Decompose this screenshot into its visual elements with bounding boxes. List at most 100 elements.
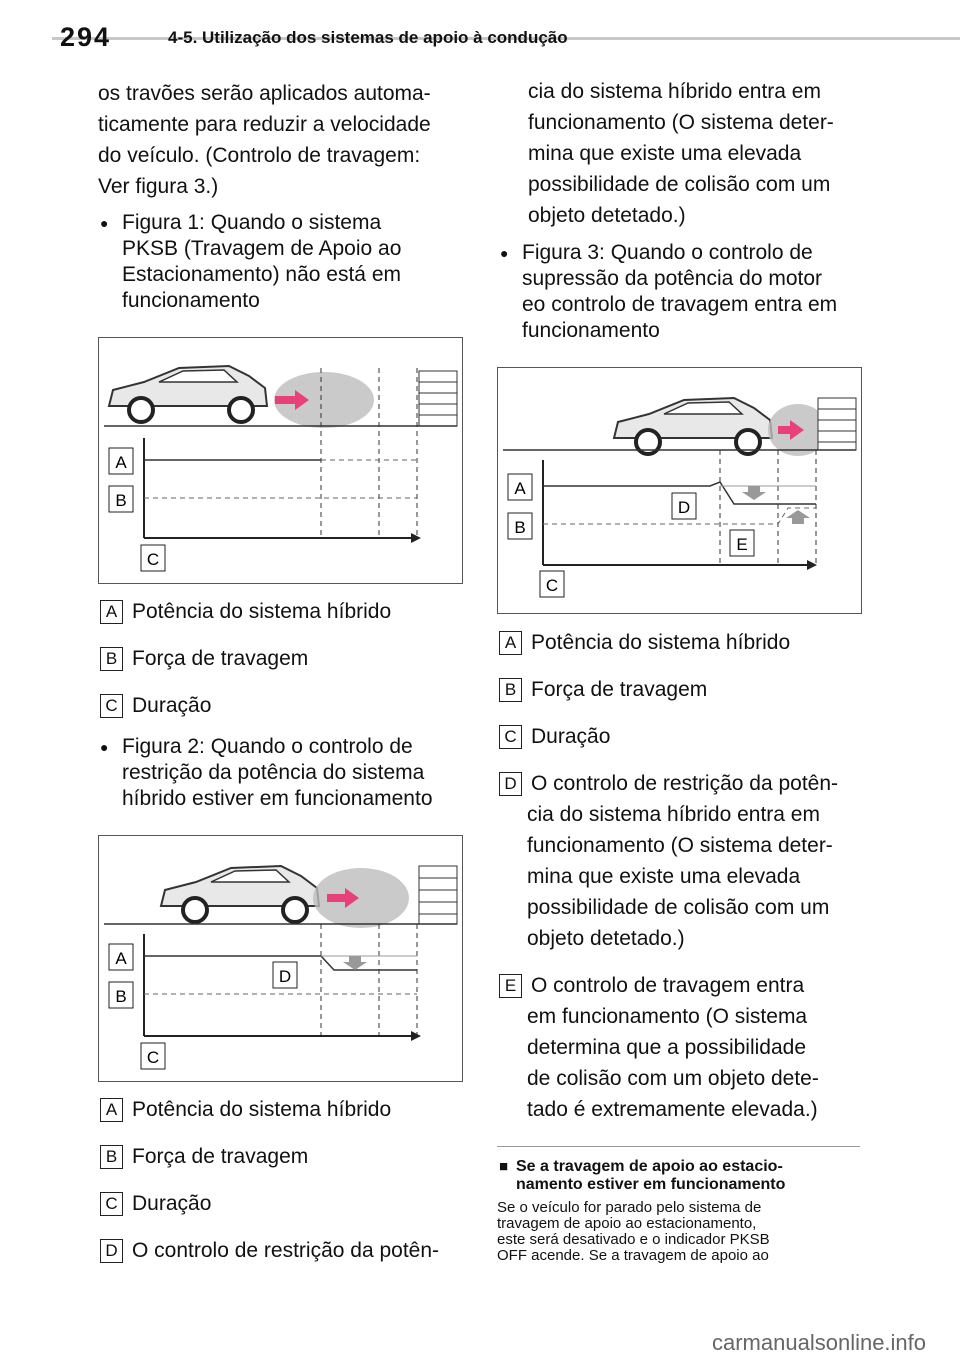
legend-key: E [499, 974, 522, 999]
legend-text: O controlo de restrição da potên- [531, 772, 839, 795]
legend-item-e: E O controlo de travagem entra em funcion… [499, 970, 838, 1125]
car-icon [612, 396, 774, 456]
figure-label-d: D [279, 967, 291, 986]
legend-key: A [100, 1098, 123, 1123]
bullet-figure-1: ● Figura 1: Quando o sistema PKSB (Trava… [100, 210, 472, 314]
text-line: híbrido estiver em funcionamento [122, 787, 433, 810]
text-line: eo controlo de travagem entra em [522, 293, 838, 316]
text-line: tado é extremamente elevada.) [527, 1098, 818, 1121]
figure-1: A B C [98, 337, 463, 584]
intro-paragraph: os travões serão aplicados automa- ticam… [98, 78, 478, 202]
legend-text: Força de travagem [132, 647, 309, 670]
text-line: mina que existe uma elevada [527, 865, 801, 888]
text-line: objeto detetado.) [527, 927, 685, 950]
legend-key: C [100, 694, 123, 719]
figure-label-a: A [115, 949, 127, 968]
arrow-icon [327, 888, 359, 908]
car-icon [159, 864, 321, 924]
figure-label-b: B [115, 491, 126, 510]
legend-text: Duração [531, 725, 611, 748]
legend-text: O controlo de restrição da potên- [132, 1239, 440, 1262]
text-line: Se a travagem de apoio ao estacio- [516, 1158, 783, 1175]
page-title: 4-5. Utilização dos sistemas de apoio à … [168, 28, 568, 47]
figure-1-diagram: A B C [104, 364, 458, 572]
figure-label-a: A [514, 479, 526, 498]
square-bullet-icon: ■ [499, 1158, 509, 1175]
text-line: Se o veículo for parado pelo sistema de [497, 1199, 762, 1216]
text-line: determina que a possibilidade [527, 1036, 807, 1059]
legend-key: B [100, 647, 123, 672]
text-line: este será desativado e o indicador PKSB [497, 1231, 770, 1248]
text-line: restrição da potência do sistema [122, 761, 425, 784]
text-line: travagem de apoio ao estacionamento, [497, 1215, 757, 1232]
text-line: Figura 2: Quando o controlo de [122, 735, 413, 758]
bullet-icon: ● [100, 739, 109, 755]
legend-key: A [499, 631, 522, 656]
text-line: do veículo. (Controlo de travagem: [98, 144, 421, 167]
figure-2-diagram: A B D C [104, 864, 458, 1070]
watermark: carmanualsonline.info [712, 1330, 927, 1355]
legend-item: A Potência do sistema híbrido [100, 596, 391, 627]
text-line: funcionamento (O sistema deter- [527, 834, 833, 857]
sensor-wave-icon [313, 868, 409, 928]
figure-label-d: D [678, 498, 690, 517]
figure-label-b: B [115, 987, 126, 1006]
legend-text: O controlo de travagem entra [531, 974, 805, 997]
text-line: funcionamento [522, 319, 660, 342]
text-line: ticamente para reduzir a velocidade [98, 113, 431, 136]
figure-label-c: C [546, 576, 558, 595]
text-line: em funcionamento (O sistema [527, 1005, 808, 1028]
text-line: Ver figura 3.) [98, 175, 219, 198]
wall-icon [418, 865, 458, 925]
legend-key: C [100, 1192, 123, 1217]
wall-icon [817, 397, 857, 451]
legend-text: Duração [132, 1192, 212, 1215]
section-body: Se o veículo for parado pelo sistema de … [497, 1200, 862, 1264]
text-line: funcionamento (O sistema deter- [528, 111, 834, 134]
figure-2: A B D C [98, 835, 463, 1082]
text-line: os travões serão aplicados automa- [98, 82, 431, 105]
section-divider [497, 1146, 860, 1147]
bullet-icon: ● [100, 215, 109, 231]
figure-3-diagram: A B D E C [503, 396, 857, 598]
legend-key: B [499, 678, 522, 703]
text-line: cia do sistema híbrido entra em [527, 803, 820, 826]
text-line: possibilidade de colisão com um [528, 173, 831, 196]
text-line: de colisão com um objeto dete- [527, 1067, 819, 1090]
text-line: Figura 1: Quando o sistema [122, 211, 382, 234]
arrow-icon [778, 420, 804, 440]
legend-key: A [100, 600, 123, 625]
section-heading: ■ Se a travagem de apoio ao estacio- nam… [499, 1158, 864, 1194]
figure-label-e: E [736, 535, 747, 554]
wall-icon [418, 370, 458, 427]
legend-text: Potência do sistema híbrido [132, 600, 392, 623]
legend-item: C Duração [499, 721, 838, 752]
text-line: funcionamento [122, 289, 260, 312]
text-line: objeto detetado.) [528, 204, 686, 227]
figure-label-c: C [147, 550, 159, 569]
text-line: cia do sistema híbrido entra em [528, 80, 821, 103]
legend-1: A Potência do sistema híbrido B Força de t… [100, 596, 391, 721]
legend-text: Força de travagem [132, 1145, 309, 1168]
legend-key: D [100, 1239, 123, 1264]
legend-key: B [100, 1145, 123, 1170]
legend-item: C Duração [100, 1188, 439, 1219]
legend-item: B Força de travagem [100, 1141, 439, 1172]
figure-label-b: B [514, 518, 525, 537]
text-line: namento estiver em funcionamento [516, 1176, 786, 1193]
car-icon [107, 364, 269, 424]
text-line: supressão da potência do motor [522, 267, 823, 290]
figure-label-c: C [147, 1048, 159, 1067]
bullet-figure-3: ● Figura 3: Quando o controlo de supress… [500, 240, 867, 344]
legend-key: C [499, 725, 522, 750]
legend-item: B Força de travagem [100, 643, 391, 674]
text-line: PKSB (Travagem de Apoio ao [122, 237, 402, 260]
header-rule [52, 37, 960, 40]
text-line: mina que existe uma elevada [528, 142, 802, 165]
legend-item: D O controlo de restrição da potên- [100, 1235, 439, 1266]
